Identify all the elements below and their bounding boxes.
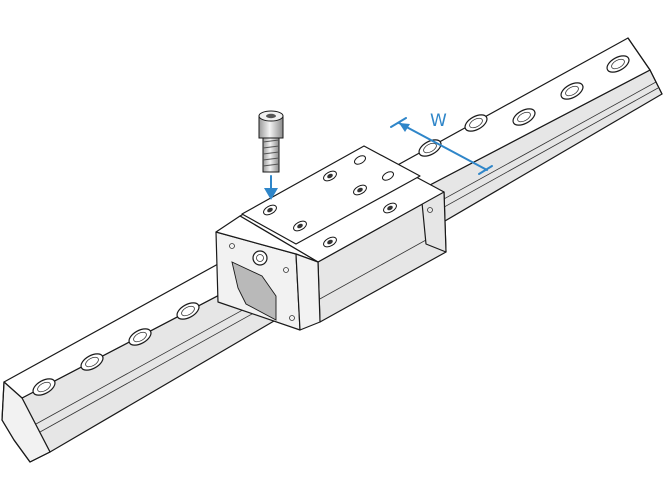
block-hole [381, 171, 395, 181]
screw-hole-small [289, 315, 295, 321]
grease-nipple [252, 250, 268, 266]
dimension-arrowhead [399, 123, 410, 132]
dimension-line [398, 122, 488, 171]
block-hole-thread [267, 207, 273, 213]
screw-hole-small [229, 243, 235, 249]
rail-hole-inner [517, 111, 531, 123]
screw-threads [262, 139, 280, 167]
dimension-tick-right [478, 165, 493, 175]
dimension-w: W [390, 111, 493, 175]
block-hole-thread [297, 223, 303, 229]
rail-end-profile [1, 381, 51, 463]
rail-hole-inner [37, 381, 51, 393]
block-hole-thread [327, 173, 333, 179]
rail-hole-inner [133, 331, 147, 343]
end-seal-front [295, 253, 321, 331]
block-hole-thread [357, 187, 363, 193]
rail-far-end [627, 37, 663, 95]
block-hole [353, 155, 367, 165]
block-hole-thread [327, 239, 333, 245]
grease-nipple-inner [256, 254, 264, 262]
rail-profile-cutout [231, 261, 277, 321]
down-arrow-icon [264, 175, 278, 200]
rail-hole-inner [181, 305, 195, 317]
dimension-tick-left [390, 117, 407, 128]
block-flange-plate [241, 145, 421, 245]
screw-hex-socket [266, 113, 276, 119]
block-mounting-holes [263, 155, 397, 248]
dimension-label: W [430, 111, 447, 131]
rail-hole-inner [565, 85, 579, 97]
block-side-line [317, 229, 445, 301]
rail-hole-inner [85, 356, 99, 368]
rail-hole-inner [423, 142, 437, 154]
socket-head-cap-screw-icon [258, 110, 284, 173]
screw-hole-small [283, 267, 289, 273]
rail-hole-inner [469, 117, 483, 129]
screw-hole-small [427, 207, 433, 213]
block-hole-thread [387, 205, 393, 211]
rail-hole-inner [611, 58, 625, 70]
arrow-head [264, 188, 278, 200]
